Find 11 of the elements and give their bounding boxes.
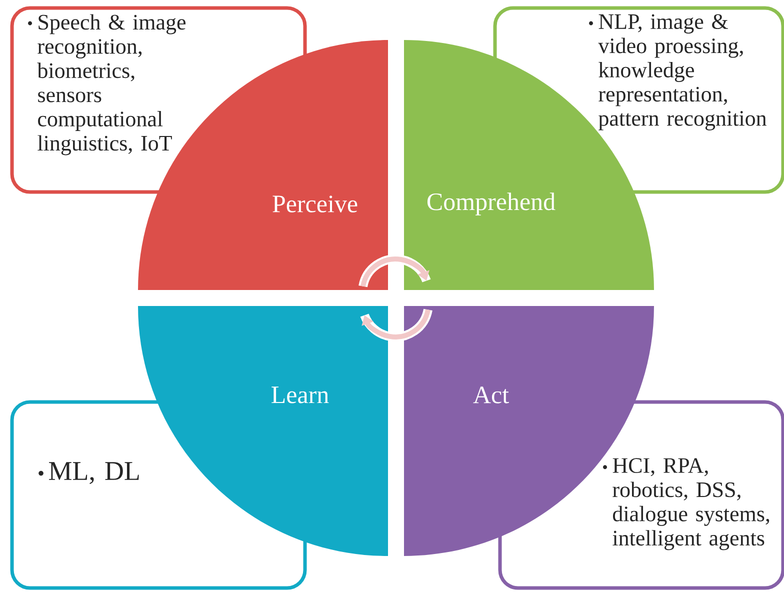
quadrant-label: Comprehend <box>427 192 556 216</box>
box-text: NLP, image & video proessing, knowledge representation, pattern recognition <box>598 14 766 130</box>
cycle-arrow <box>358 254 431 288</box>
quadrant-label: Learn <box>272 386 329 404</box>
quadrant-label: Act <box>473 386 509 404</box>
box-text: HCI, RPA, robotics, DSS, dialogue systems, intelligent agents <box>612 458 770 550</box>
quadrant-label: Perceive <box>272 196 358 212</box>
quadrant-sector <box>138 306 388 556</box>
box-text: Speech & image recognition, biometrics, sensors computational linguistics, IoT <box>37 14 186 156</box>
box-text: ML, DL <box>49 462 139 484</box>
cycle-arrow <box>360 308 432 342</box>
